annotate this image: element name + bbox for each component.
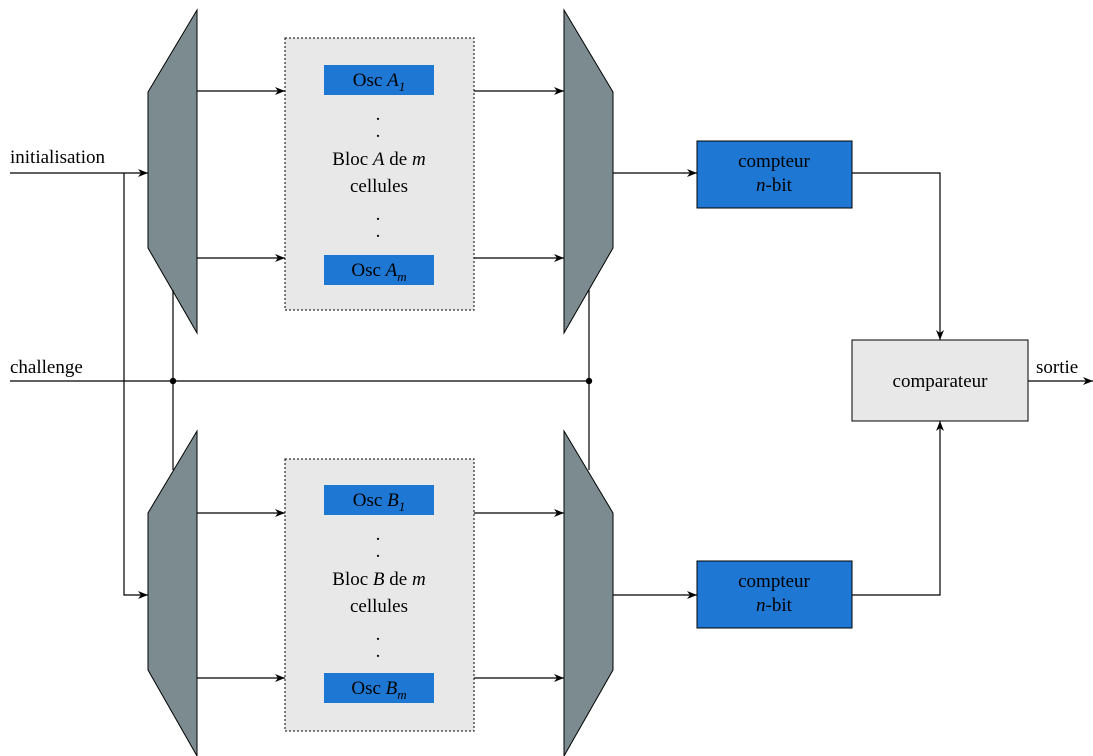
block-a-title-line2: cellules (350, 176, 408, 197)
input-initialisation-label: initialisation (10, 147, 105, 168)
block-b-dot-2: . (376, 541, 381, 562)
mux-a-out (563, 8, 614, 335)
wire-counter-b-to-comparator (852, 421, 944, 596)
counter-b-line2: n-bit (756, 595, 793, 616)
block-b-dot-4: . (376, 641, 381, 662)
block-a-dot-1: . (376, 104, 381, 125)
block-a-dot-3: . (376, 204, 381, 225)
wire-initialisation-down (123, 173, 148, 599)
mux-a-in (147, 8, 198, 335)
wire-counter-a-to-comparator (852, 172, 944, 340)
block-b-title-line1: Bloc B de m (332, 569, 425, 590)
block-b-dot-1: . (376, 524, 381, 545)
counter-a-line1: compteur (738, 151, 810, 172)
input-challenge-label: challenge (10, 357, 83, 378)
comparator (851, 339, 1029, 422)
osc-a1-label: Osc A1 (353, 70, 405, 94)
block-a-dot-4: . (376, 221, 381, 242)
mux-b-in (147, 429, 198, 756)
osc-am-label: Osc Am (351, 260, 406, 284)
osc-b1-label: Osc B1 (353, 490, 405, 514)
junction-left (169, 377, 177, 385)
osc-bm-label: Osc Bm (351, 678, 406, 702)
osc-b1 (324, 485, 434, 515)
block-a-dot-2: . (376, 121, 381, 142)
counter-a (696, 140, 853, 209)
osc-a1 (324, 65, 434, 95)
counter-b (696, 560, 853, 629)
comparator-label: comparateur (893, 371, 989, 392)
junction-right (585, 377, 593, 385)
output-label: sortie (1036, 357, 1078, 378)
mux-b-out (563, 429, 614, 756)
counter-a-line2: n-bit (756, 175, 793, 196)
block-b-dot-3: . (376, 624, 381, 645)
counter-b-line1: compteur (738, 571, 810, 592)
osc-bm (324, 673, 434, 703)
block-a-title-line1: Bloc A de m (332, 149, 425, 170)
osc-am (324, 255, 434, 285)
block-b-title-line2: cellules (350, 596, 408, 617)
